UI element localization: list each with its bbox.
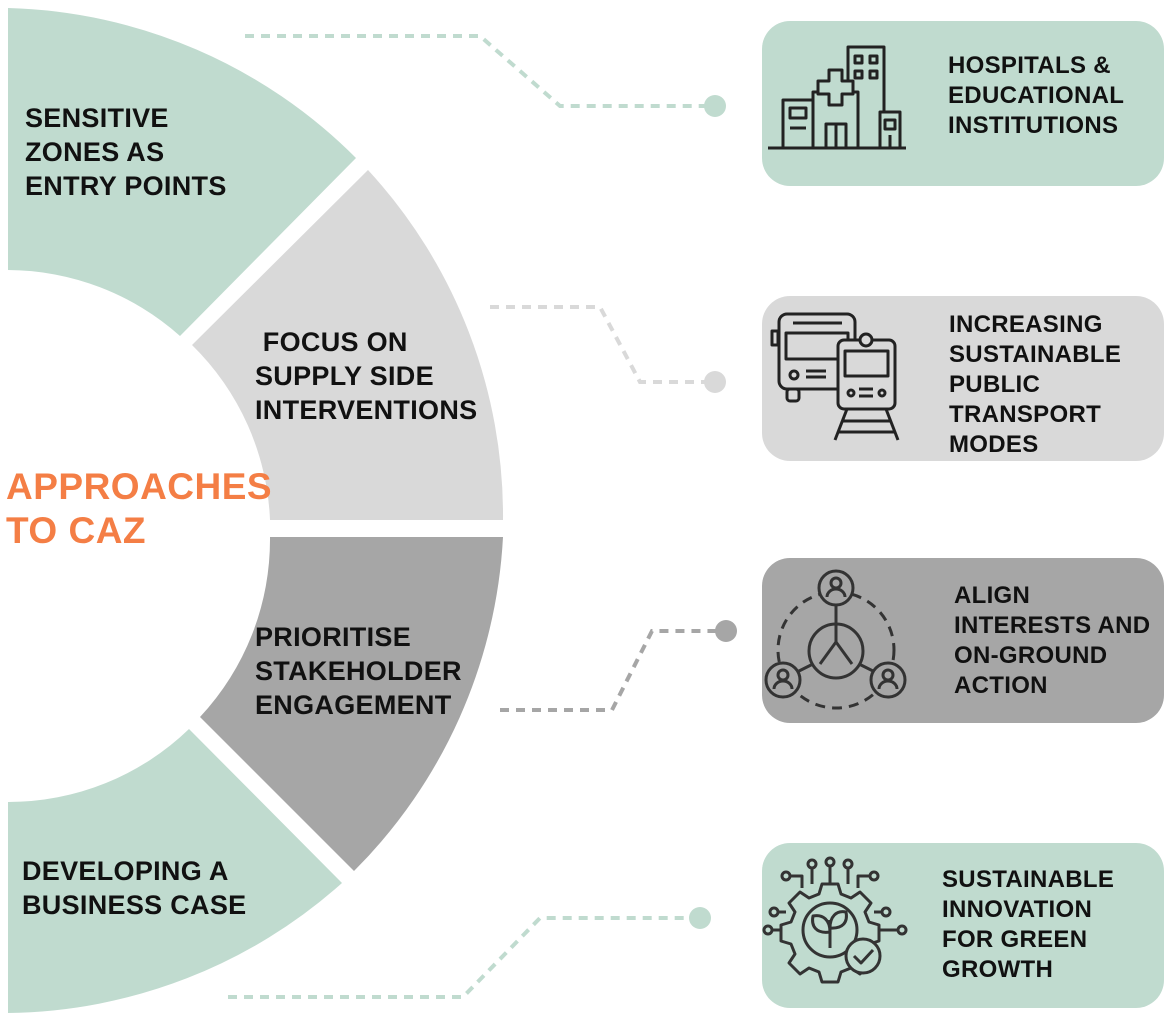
connector-2 — [500, 629, 716, 712]
card-label-hospitals: HOSPITALS & EDUCATIONAL INSTITUTIONS — [948, 52, 1131, 139]
segment-stakeholder — [200, 537, 503, 871]
segment-label-stakeholder: PRIORITISE STAKEHOLDER ENGAGEMENT — [255, 622, 470, 720]
segment-label-supply-side: FOCUS ON SUPPLY SIDE INTERVENTIONS — [255, 327, 501, 425]
center-title: APPROACHES TO CAZ — [6, 466, 283, 551]
card-label-green-innovation: SUSTAINABLE INNOVATION FOR GREEN GROWTH — [942, 866, 1121, 983]
bus-train-icon — [770, 312, 900, 441]
card-label-public-transport: INCREASING SUSTAINABLE PUBLIC TRANSPORT … — [949, 311, 1128, 458]
segment-business-case — [8, 729, 342, 1013]
card-align-interests — [762, 558, 1164, 723]
hospital-building-icon — [768, 45, 906, 150]
connector-dot-2 — [715, 620, 737, 642]
green-innovation-gear-icon — [762, 856, 908, 984]
connector-3 — [228, 916, 690, 999]
connector-dot-0 — [704, 95, 726, 117]
connector-0 — [245, 34, 706, 108]
segment-label-business-case: DEVELOPING A BUSINESS CASE — [22, 856, 246, 920]
connector-1 — [490, 305, 706, 384]
segment-supply-side — [192, 170, 504, 520]
segment-sensitive-zones — [8, 8, 356, 336]
card-label-align-interests: ALIGN INTERESTS AND ON-GROUND ACTION — [954, 582, 1157, 699]
connector-dot-3 — [689, 907, 711, 929]
segment-label-sensitive-zones: SENSITIVE ZONES AS ENTRY POINTS — [25, 103, 227, 201]
connector-dot-1 — [704, 371, 726, 393]
stakeholder-network-icon — [764, 569, 907, 710]
